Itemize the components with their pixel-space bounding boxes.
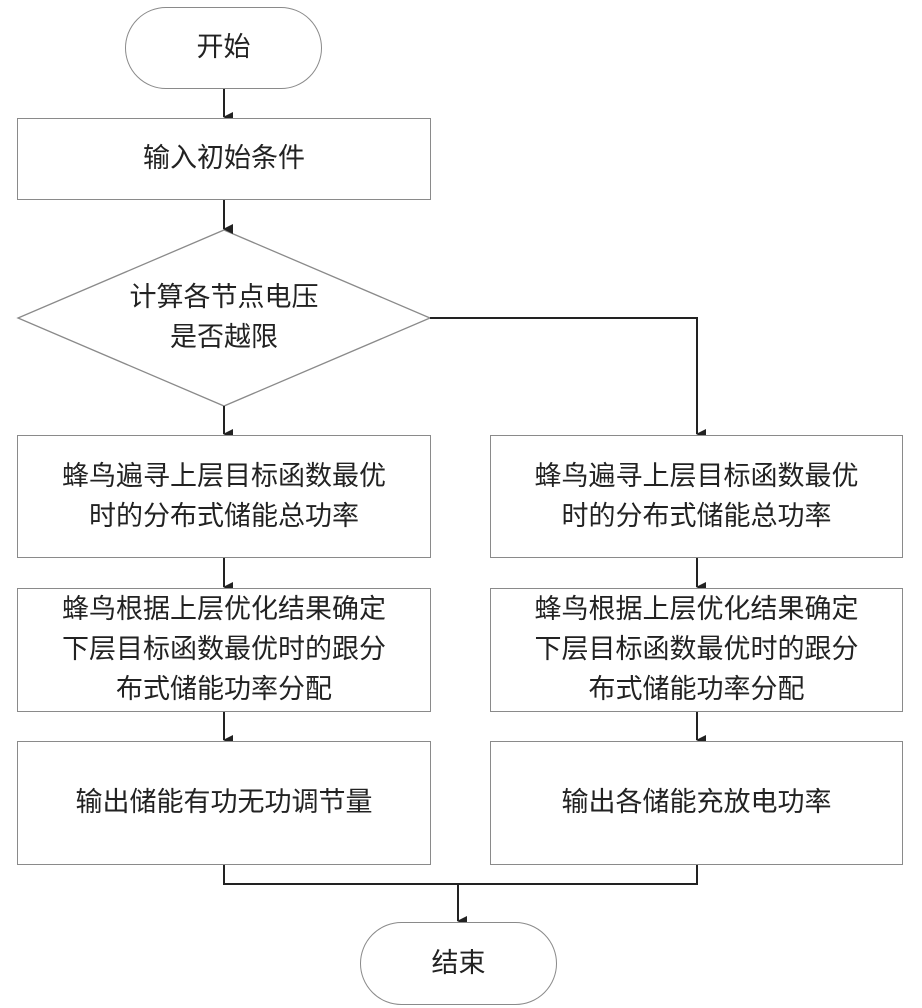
right-step3-box: 输出各储能充放电功率 [490,741,903,865]
end-terminal: 结束 [360,922,557,1005]
right-step1-line: 蜂鸟遍寻上层目标函数最优 [534,460,859,492]
left-step3-line: 输出储能有功无功调节量 [75,787,373,818]
left-step3-box: 输出储能有功无功调节量 [17,741,431,865]
right-step2-line: 蜂鸟根据上层优化结果确定 [534,594,859,625]
right-step1-line: 时的分布式储能总功率 [561,500,832,532]
left-step2-line: 蜂鸟根据上层优化结果确定 [62,594,386,625]
input-conditions-box: 输入初始条件 [17,118,431,200]
right-step2-line: 下层目标函数最优时的跟分 [534,634,859,665]
right-step2-box: 蜂鸟根据上层优化结果确定 下层目标函数最优时的跟分 布式储能功率分配 [490,588,903,712]
arrow-decision-to-right1 [430,317,706,439]
start-label: 开始 [196,32,251,63]
left-step1-line: 蜂鸟遍寻上层目标函数最优 [62,460,386,492]
right-step1-box: 蜂鸟遍寻上层目标函数最优 时的分布式储能总功率 [490,435,903,558]
right-step3-line: 输出各储能充放电功率 [561,787,832,818]
left-step1-line: 时的分布式储能总功率 [89,500,359,532]
decision-line: 是否越限 [170,322,278,353]
merge-line [223,865,698,885]
decision-text: 计算各节点电压 是否越限 [60,268,388,368]
end-label: 结束 [431,947,486,979]
input-label: 输入初始条件 [143,143,305,174]
left-step2-line: 下层目标函数最优时的跟分 [62,634,386,665]
left-step2-line: 布式储能功率分配 [116,674,332,705]
start-terminal: 开始 [125,7,322,89]
decision-line: 计算各节点电压 [129,282,319,313]
left-step1-box: 蜂鸟遍寻上层目标函数最优 时的分布式储能总功率 [17,435,431,558]
left-step2-box: 蜂鸟根据上层优化结果确定 下层目标函数最优时的跟分 布式储能功率分配 [17,588,431,712]
right-step2-line: 布式储能功率分配 [588,674,805,705]
